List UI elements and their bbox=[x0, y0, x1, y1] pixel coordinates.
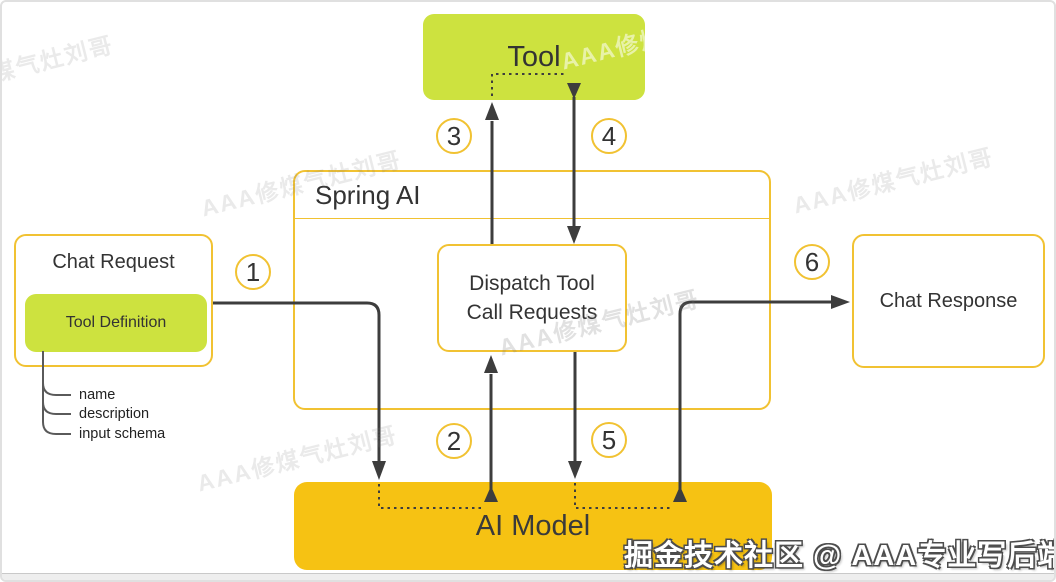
ai-model-box: AI Model bbox=[294, 482, 772, 570]
property-label-description: description bbox=[79, 406, 150, 422]
arrow-5-head bbox=[568, 461, 582, 479]
tool-box: Tool bbox=[423, 14, 645, 100]
step-3-number: 3 bbox=[447, 121, 461, 151]
property-branch-name bbox=[42, 382, 71, 396]
ai-model-label: AI Model bbox=[475, 509, 591, 542]
chat-request-label: Chat Request bbox=[52, 251, 175, 273]
dispatch-label-line2: Call Requests bbox=[466, 301, 598, 324]
dispatch-label-line1: Dispatch Tool bbox=[469, 272, 595, 295]
step-5-number: 5 bbox=[602, 425, 616, 455]
property-label-name: name bbox=[79, 387, 116, 403]
tool-definition-box: Tool Definition bbox=[25, 294, 207, 352]
dispatch-tool-call-requests-box: Dispatch Tool Call Requests bbox=[437, 244, 627, 352]
property-branch-description bbox=[42, 401, 71, 415]
watermark-diagonal-7: AAA修煤气灶刘哥 bbox=[798, 423, 1005, 499]
spring-ai-header: Spring AI bbox=[295, 172, 769, 219]
watermark-diagonal-4: AAA修煤气灶刘哥 bbox=[790, 143, 997, 219]
arrow-1-head bbox=[372, 461, 386, 480]
step-6-number: 6 bbox=[805, 247, 819, 277]
chat-response-box: Chat Response bbox=[852, 234, 1045, 368]
step-2-circle bbox=[436, 423, 472, 459]
chat-request-box: Chat Request Tool Definition bbox=[14, 234, 213, 367]
step-2-number: 2 bbox=[447, 426, 461, 456]
spring-ai-label: Spring AI bbox=[315, 179, 421, 210]
step-4-circle bbox=[591, 118, 627, 154]
bottom-frame-strip bbox=[2, 573, 1054, 580]
property-label-input-schema: input schema bbox=[79, 426, 166, 442]
watermark-diagonal-1: AAA修煤气灶刘哥 bbox=[0, 31, 117, 107]
tool-box-label: Tool bbox=[507, 40, 561, 73]
property-branch-input-schema bbox=[42, 421, 71, 435]
step-1-circle bbox=[235, 254, 271, 290]
step-6-circle bbox=[794, 244, 830, 280]
arrow-6-head bbox=[831, 295, 850, 309]
step-1-number: 1 bbox=[246, 257, 260, 287]
arrow-3-head bbox=[485, 102, 499, 120]
step-5-circle bbox=[591, 422, 627, 458]
step-4-number: 4 bbox=[602, 121, 616, 151]
chat-response-label: Chat Response bbox=[879, 289, 1018, 312]
step-3-circle bbox=[436, 118, 472, 154]
tool-definition-label: Tool Definition bbox=[65, 314, 167, 331]
